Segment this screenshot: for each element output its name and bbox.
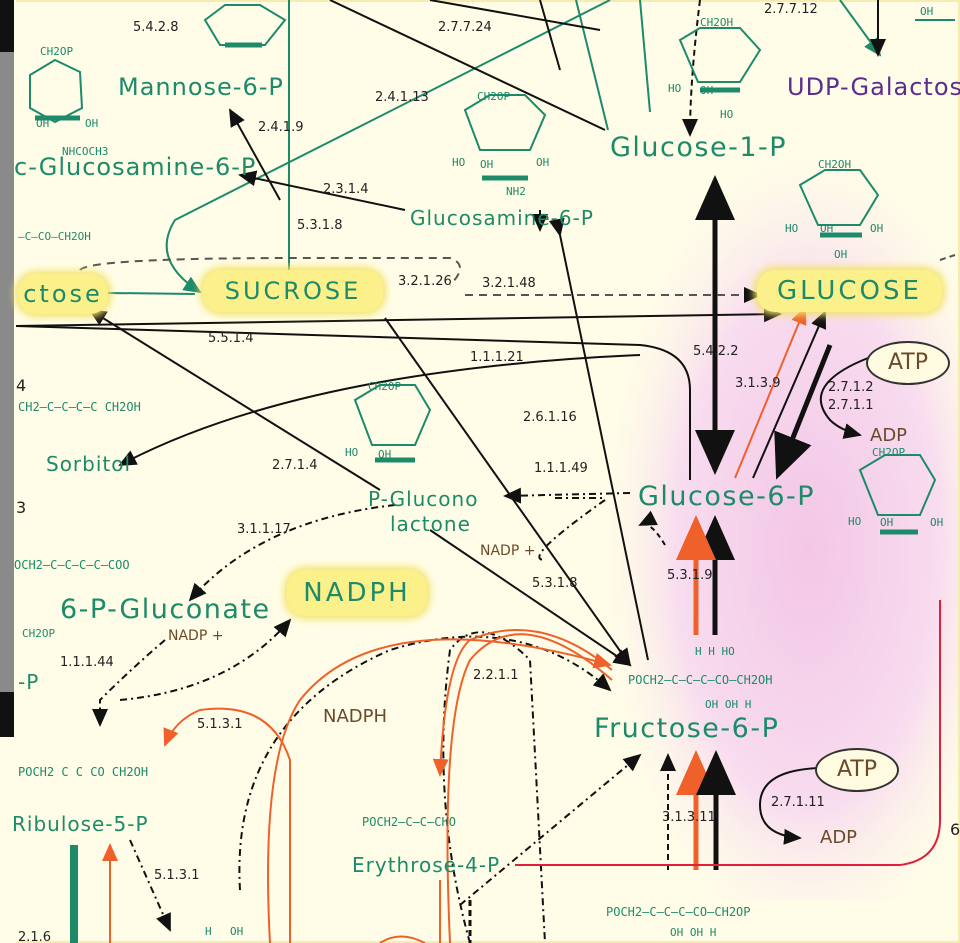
- fragment-p-label: -P: [18, 670, 40, 694]
- oh-label: OH: [480, 158, 494, 171]
- oh-label: OH: [85, 117, 99, 130]
- nadp-label-2: NADP +: [168, 628, 224, 644]
- atp-bottom-oval: ATP: [815, 748, 899, 792]
- edge-fragment: 3: [16, 498, 27, 517]
- nadp-label-1: NADP +: [480, 543, 536, 559]
- enzyme-label: 5.5.1.4: [208, 331, 254, 346]
- h-ho-label: H H HO: [695, 645, 735, 658]
- enzyme-label: 5.4.2.2: [693, 344, 739, 359]
- enzyme-label: 2.7.7.24: [438, 20, 492, 35]
- enzyme-label: 3.2.1.26: [398, 274, 452, 289]
- ho-label: HO: [720, 108, 734, 121]
- gluconate-formula: OCH2—C—C—C—C—COO: [14, 558, 130, 572]
- enzyme-label: 3.1.3.9: [735, 376, 781, 391]
- photo-strip-top: [0, 0, 14, 52]
- enzyme-label: 1.1.1.21: [470, 350, 524, 365]
- oh-label: OH: [870, 222, 884, 235]
- n-acetylglucosamine-6-p-label: c-Glucosamine-6-P: [14, 153, 257, 181]
- ch2op-label: CH2OP: [22, 627, 56, 640]
- sucrose-pill: SUCROSE: [203, 270, 383, 312]
- oh-label: OH: [834, 248, 848, 261]
- ch2op-label: CH2OP: [368, 380, 402, 393]
- glucono-lactone-label-2: lactone: [390, 512, 471, 536]
- enzyme-label: 2.6.1.16: [523, 410, 577, 425]
- enzyme-label: 5.3.1.8: [532, 576, 578, 591]
- enzyme-label: 1.1.1.49: [534, 461, 588, 476]
- nadph-cofactor-label: NADPH: [323, 706, 388, 727]
- ribulose-formula: POCH2 C C CO CH2OH: [18, 765, 149, 779]
- erythrose-formula: POCH2—C—C—CHO: [362, 815, 456, 829]
- sorbitol-formula: CH2—C—C—C—C CH2OH: [18, 400, 141, 414]
- erythrose-4-p-label: Erythrose-4-P: [352, 853, 501, 877]
- fructose-formula: POCH2—C—C—C—CO—CH2OH: [628, 673, 773, 687]
- edge-fragment: 4: [16, 376, 27, 395]
- oh-label: OH: [378, 448, 392, 461]
- edge-fragment: 6: [950, 820, 960, 839]
- enzyme-label: 5.3.1.9: [667, 568, 713, 583]
- ch2op-label: CH2OP: [40, 45, 74, 58]
- enzyme-label: 5.4.2.8: [133, 20, 179, 35]
- edge-fragment: OH: [230, 925, 244, 938]
- adp-bottom-label: ADP: [820, 827, 858, 848]
- nhcoch3-label: NHCOCH3: [62, 145, 109, 158]
- fbp-formula: POCH2—C—C—C—CO—CH2OP: [606, 905, 751, 919]
- ch2oh-label: CH2OH: [700, 16, 734, 29]
- nadph-pill: NADPH: [287, 570, 427, 616]
- ch2op-label: CH2OP: [477, 90, 511, 103]
- 6-p-gluconate-label: 6-P-Gluconate: [60, 594, 271, 625]
- oh-label: OH: [820, 222, 834, 235]
- oh-oh-h-label: OH OH H: [670, 926, 717, 939]
- oh-oh-h-label: OH OH H: [705, 698, 752, 711]
- oh-label: OH: [700, 84, 714, 97]
- edge-fragment: OH: [920, 5, 934, 18]
- enzyme-label: 2.7.1.11: [771, 795, 825, 810]
- oh-label: OH: [880, 516, 894, 529]
- udp-galactose-label: UDP-Galactose: [787, 73, 960, 101]
- enzyme-label: 2.3.1.4: [323, 182, 369, 197]
- ho-label: HO: [345, 446, 359, 459]
- enzyme-label: 5.3.1.8: [297, 218, 343, 233]
- fructose-6-p-label: Fructose-6-P: [594, 713, 780, 744]
- ho-label: HO: [452, 156, 466, 169]
- glucono-lactone-label-1: P-Glucono: [368, 487, 479, 511]
- ch2op-label: CH2OP: [872, 446, 906, 459]
- enzyme-label: 3.1.3.11: [662, 810, 716, 825]
- enzyme-label: 2.7.1.2: [828, 380, 874, 395]
- glucose-6-p-label: Glucose-6-P: [638, 481, 816, 512]
- ribulose-5-p-label: Ribulose-5-P: [12, 812, 149, 836]
- lactose-formula: —C—CO—CH2OH: [18, 230, 91, 243]
- ho-label: HO: [848, 515, 862, 528]
- glucosamine-6-p-label: Glucosamine-6-P: [410, 206, 594, 230]
- lactose-pill: ctose: [18, 274, 108, 314]
- enzyme-label: 3.1.1.17: [237, 522, 291, 537]
- enzyme-label: 2.7.1.1: [828, 398, 874, 413]
- glucose-1-p-label: Glucose-1-P: [610, 132, 788, 163]
- glucose-pill: GLUCOSE: [757, 270, 942, 312]
- mannose-6-p-label: Mannose-6-P: [118, 73, 284, 101]
- ch2oh-label: CH2OH: [818, 158, 852, 171]
- oh-label: OH: [36, 117, 50, 130]
- oh-label: OH: [536, 156, 550, 169]
- edge-fragment: 2.1.6: [18, 930, 52, 943]
- enzyme-label: 2.7.7.12: [764, 2, 818, 17]
- enzyme-label: 2.4.1.9: [258, 120, 304, 135]
- oh-label: OH: [930, 516, 944, 529]
- adp-top-label: ADP: [870, 425, 908, 446]
- enzyme-label: 2.7.1.4: [272, 458, 318, 473]
- sorbitol-label: Sorbitol: [46, 452, 132, 476]
- enzyme-label: 5.1.3.1: [197, 717, 243, 732]
- edge-fragment: H: [205, 925, 212, 938]
- enzyme-label: 5.1.3.1: [154, 868, 200, 883]
- ho-label: HO: [668, 82, 682, 95]
- enzyme-label: 1.1.1.44: [60, 655, 114, 670]
- photo-strip: [0, 52, 14, 692]
- atp-top-oval: ATP: [866, 341, 950, 385]
- enzyme-label: 2.2.1.1: [473, 668, 519, 683]
- ho-label: HO: [785, 222, 799, 235]
- enzyme-label: 3.2.1.48: [482, 276, 536, 291]
- nh2-label: NH2: [506, 185, 526, 198]
- enzyme-label: 2.4.1.13: [375, 90, 429, 105]
